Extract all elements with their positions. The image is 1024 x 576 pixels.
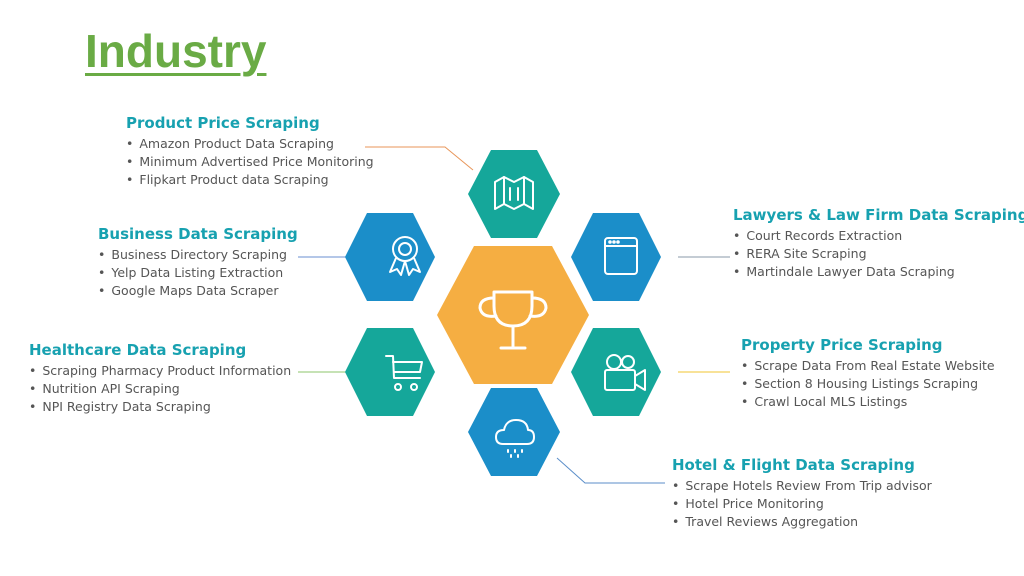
business-block: Business Data Scraping Business Director… — [98, 225, 298, 300]
hotel-block: Hotel & Flight Data Scraping Scrape Hote… — [672, 456, 932, 531]
video-camera-icon — [604, 354, 646, 391]
property-heading: Property Price Scraping — [741, 336, 943, 354]
list-item: Flipkart Product data Scraping — [126, 171, 374, 189]
list-item: Crawl Local MLS Listings — [741, 393, 995, 411]
lawyers-heading: Lawyers & Law Firm Data Scraping — [733, 206, 1024, 224]
product-heading: Product Price Scraping — [126, 114, 320, 132]
hex-hotel — [468, 388, 560, 476]
list-item: Section 8 Housing Listings Scraping — [741, 375, 995, 393]
list-item: Hotel Price Monitoring — [672, 495, 932, 513]
hex-product — [468, 150, 560, 238]
browser-window-icon — [604, 237, 638, 275]
list-item: NPI Registry Data Scraping — [29, 398, 291, 416]
list-item: Travel Reviews Aggregation — [672, 513, 932, 531]
healthcare-heading: Healthcare Data Scraping — [29, 341, 247, 359]
list-item: RERA Site Scraping — [733, 245, 1024, 263]
map-icon — [494, 176, 534, 210]
healthcare-block: Healthcare Data Scraping Scraping Pharma… — [29, 341, 291, 416]
list-item: Scrape Data From Real Estate Website — [741, 357, 994, 375]
list-item: Business Directory Scraping — [98, 246, 298, 264]
hotel-heading: Hotel & Flight Data Scraping — [672, 456, 915, 474]
list-item: Amazon Product Data Scraping — [126, 135, 374, 153]
shopping-cart-icon — [385, 355, 423, 391]
list-item: Scraping Pharmacy Product Information — [29, 362, 291, 380]
page-title: Industry — [85, 25, 267, 77]
award-ribbon-icon — [389, 236, 421, 276]
hex-healthcare — [345, 328, 435, 416]
list-item: Nutrition API Scraping — [29, 380, 291, 398]
lawyers-block: Lawyers & Law Firm Data Scraping Court R… — [733, 206, 1024, 281]
hex-business — [345, 213, 435, 301]
business-heading: Business Data Scraping — [98, 225, 298, 243]
product-block: Product Price Scraping Amazon Product Da… — [126, 114, 374, 189]
rain-cloud-icon — [495, 419, 535, 458]
list-item: Google Maps Data Scraper — [98, 282, 298, 300]
list-item: Minimum Advertised Price Monitoring — [126, 153, 373, 171]
list-item: Yelp Data Listing Extraction — [98, 264, 298, 282]
trophy-icon — [478, 290, 548, 350]
connector-hotel — [556, 457, 665, 484]
list-item: Scrape Hotels Review From Trip advisor — [672, 477, 931, 495]
hex-property — [571, 328, 661, 416]
hex-lawyers — [571, 213, 661, 301]
list-item: Court Records Extraction — [733, 227, 1024, 245]
property-block: Property Price Scraping Scrape Data From… — [741, 336, 995, 411]
connector-product — [365, 146, 474, 171]
list-item: Martindale Lawyer Data Scraping — [733, 263, 1024, 281]
hex-center — [437, 246, 589, 384]
